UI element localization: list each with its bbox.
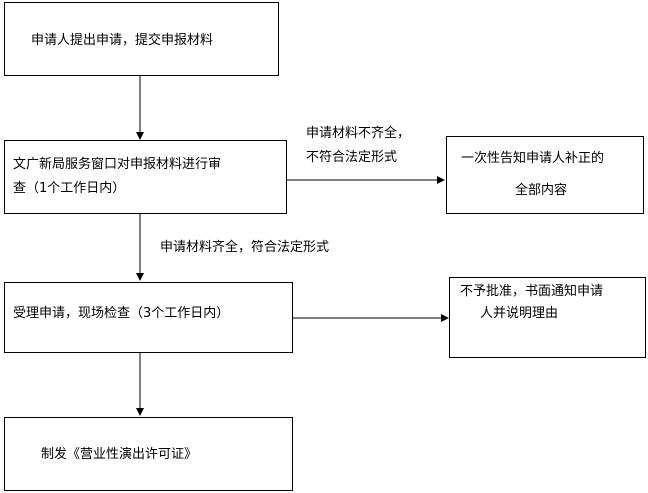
outcome-reject-box: 不予批准，书面通知申请 人并说明理由 [449, 277, 646, 358]
step-review-box: 文广新局服务窗口对申报材料进行审 查（1个工作日内） [4, 140, 287, 214]
step-review-text-line2: 查（1个工作日内） [13, 181, 126, 196]
condition-incomplete-line1: 申请材料不齐全， [306, 126, 411, 141]
outcome-notify-box: 一次性告知申请人补正的 全部内容 [446, 136, 644, 214]
step-apply-text: 申请人提出申请，提交申报材料 [31, 33, 214, 48]
step-apply-box: 申请人提出申请，提交申报材料 [4, 2, 279, 76]
step-accept-text: 受理申请，现场检查（3个工作日内） [13, 306, 230, 321]
condition-complete: 申请材料齐全，符合法定形式 [160, 240, 330, 255]
outcome-notify-text-line2: 全部内容 [515, 183, 568, 198]
step-issue-text: 制发《营业性演出许可证》 [41, 447, 198, 462]
step-review-text-line1: 文广新局服务窗口对申报材料进行审 [13, 157, 222, 172]
outcome-reject-text-line1: 不予批准，书面通知申请 [460, 284, 604, 299]
outcome-reject-text-line2: 人并说明理由 [480, 306, 559, 321]
condition-incomplete-line2: 不符合法定形式 [306, 150, 398, 165]
outcome-notify-text-line1: 一次性告知申请人补正的 [461, 151, 605, 166]
step-accept-box: 受理申请，现场检查（3个工作日内） [4, 282, 293, 353]
step-issue-box: 制发《营业性演出许可证》 [4, 417, 293, 491]
